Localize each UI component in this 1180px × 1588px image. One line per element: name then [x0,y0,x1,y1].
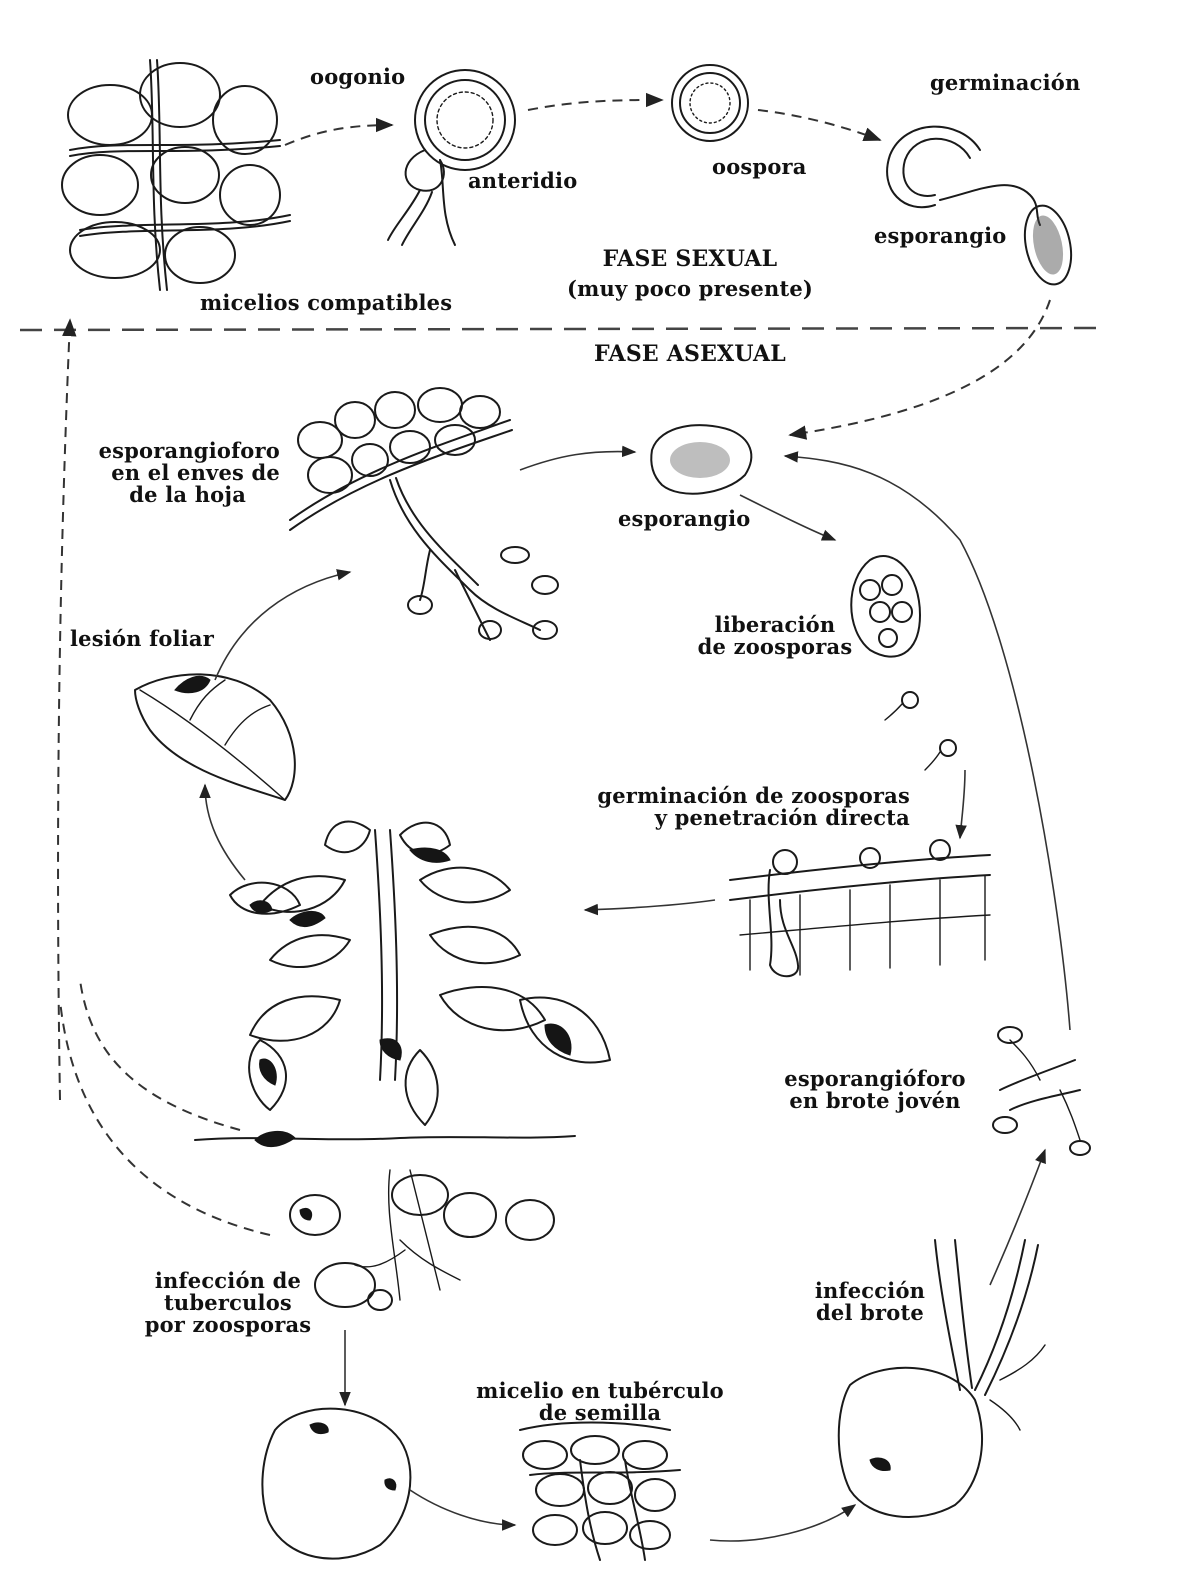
oogonium-antheridium-illustration [388,70,515,245]
label-infeccion-tuberculos: infección de tuberculos por zoosporas [128,1270,328,1336]
label-lesion-foliar: lesión foliar [70,628,214,650]
potato-plant-illustration [195,822,610,1310]
label-germinacion: germinación [930,72,1080,94]
label-oogonio: oogonio [310,66,405,88]
label-anteridio: anteridio [468,170,577,192]
label-fase-asexual: FASE ASEXUAL [570,343,810,365]
label-line: germinación de zoosporas [575,785,910,807]
label-line: y penetración directa [575,807,910,829]
germination-illustration [887,127,1078,289]
label-line: liberación [690,614,860,636]
sporangiophore-on-leaf-illustration [290,388,558,640]
label-line: de zoosporas [690,636,860,658]
label-line: infección de [128,1270,328,1292]
label-esporangio-sexual: esporangio [874,225,1006,247]
seed-tuber-mycelium-illustration [520,1423,680,1561]
label-infeccion-brote: infección del brote [800,1280,940,1324]
label-line: por zoosporas [128,1314,328,1336]
label-line: tuberculos [128,1292,328,1314]
zoospore-penetration-illustration [730,840,990,976]
compatible-mycelia-illustration [62,60,290,290]
label-line: en el enves de [80,462,280,484]
label-line: de semilla [470,1402,730,1424]
label-micelios-compatibles: micelios compatibles [200,292,452,314]
label-liberacion-zoosporas: liberación de zoosporas [690,614,860,658]
label-line: esporangioforo [80,440,280,462]
label-line: infección [800,1280,940,1302]
phase-divider-line [20,328,1100,330]
label-esporangioforo-hoja: esporangioforo en el enves de de la hoja [80,440,280,506]
leaf-lesion-illustration [135,674,295,800]
infected-tuber-illustration [262,1409,410,1559]
label-esporangio-asexual: esporangio [618,508,750,530]
sporangium-illustration [651,425,751,494]
label-line: en brote jovén [780,1090,970,1112]
label-germinacion-zoosporas: germinación de zoosporas y penetración d… [575,785,910,829]
label-line: micelio en tubérculo [470,1380,730,1402]
sprout-sporangiophore-illustration [993,1027,1090,1155]
label-fase-sexual: FASE SEXUAL [560,248,820,270]
label-esporangioforo-brote: esporangióforo en brote jovén [780,1068,970,1112]
label-oospora: oospora [712,156,807,178]
label-line: esporangióforo [780,1068,970,1090]
label-line: del brote [800,1302,940,1324]
zoospore-release-illustration [851,556,956,770]
oospore-illustration [672,65,748,141]
label-micelio-tuberculo: micelio en tubérculo de semilla [470,1380,730,1424]
label-fase-sexual-note: (muy poco presente) [540,278,840,300]
label-line: de la hoja [80,484,280,506]
